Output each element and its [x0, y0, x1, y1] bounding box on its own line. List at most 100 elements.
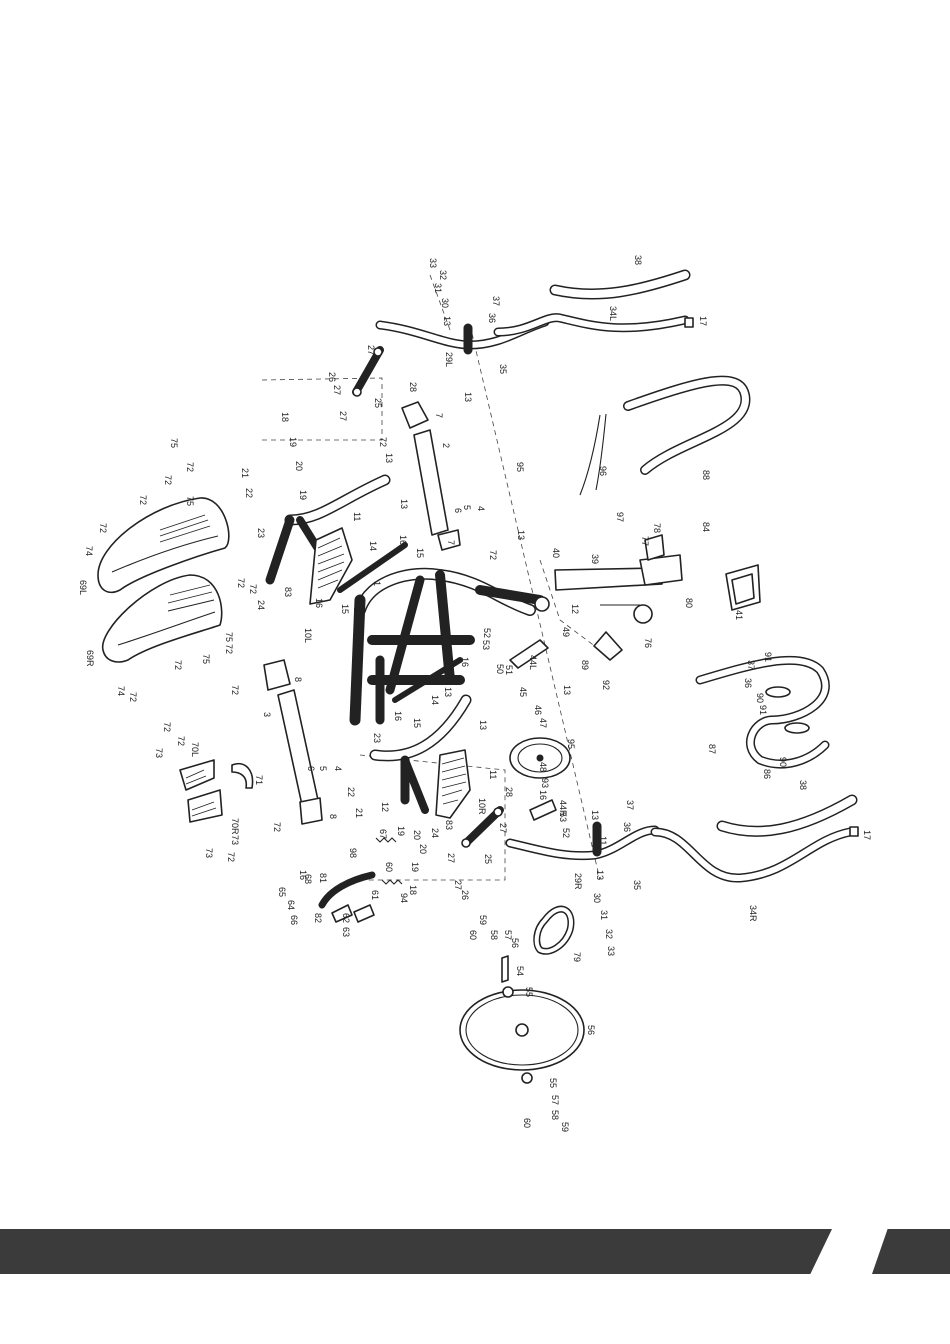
callout-label: 72	[226, 852, 236, 862]
callout-label: 57	[550, 1095, 560, 1105]
callout-label: 16	[398, 535, 408, 545]
pulse-handle-86	[695, 655, 830, 769]
callout-label: 79	[572, 952, 582, 962]
callout-label: 70R	[230, 818, 240, 835]
callout-label: 92	[601, 680, 611, 690]
callout-label: 65	[277, 887, 287, 897]
callout-label: 57	[503, 930, 513, 940]
callout-label: 7	[446, 540, 456, 545]
callout-label: 61	[370, 890, 380, 900]
bearing-55-lower	[521, 1072, 533, 1084]
footer-bar	[0, 1229, 832, 1274]
wire-96	[579, 413, 607, 496]
callout-label: 10R	[477, 798, 487, 815]
callout-label: 83	[444, 820, 454, 830]
callout-label: 5	[462, 505, 472, 510]
callout-label: 14	[430, 695, 440, 705]
callout-label: 48	[538, 762, 548, 772]
callout-label: 24	[430, 828, 440, 838]
main-frame-1	[349, 567, 550, 726]
callout-label: 52	[482, 628, 492, 638]
shroud-cover-69R	[102, 574, 223, 663]
callout-label: 13	[399, 499, 409, 509]
callout-label: 58	[489, 930, 499, 940]
callout-label: 72	[163, 475, 173, 485]
callout-label: 6	[306, 766, 316, 771]
callout-label: 95	[515, 462, 525, 472]
callout-label: 13	[478, 720, 488, 730]
callout-label: 81	[318, 873, 328, 883]
link-arm-25-lower	[461, 806, 504, 848]
callout-label: 38	[798, 780, 808, 790]
callout-label: 94	[399, 893, 409, 903]
callout-label: 28	[408, 382, 418, 392]
callout-label: 53	[558, 812, 568, 822]
crank-pulley-44R	[529, 799, 557, 821]
callout-label: 29R	[573, 873, 583, 890]
callout-label: 75	[201, 654, 211, 664]
callout-label: 77	[640, 536, 650, 546]
callout-label: 10L	[303, 628, 313, 643]
callout-label: 56	[586, 1025, 596, 1035]
callout-label: 16	[298, 870, 308, 880]
callout-label: 19	[288, 437, 298, 447]
callout-label: 11	[488, 770, 498, 779]
foam-grip-38-upper	[549, 269, 691, 300]
callout-label: 71	[254, 775, 264, 785]
callout-label: 2	[441, 443, 451, 448]
callout-label: 27	[338, 411, 348, 421]
callout-label: 25	[373, 398, 383, 408]
callout-label: 86	[762, 769, 772, 779]
callout-label: 91	[763, 652, 773, 662]
callout-label: 76	[643, 638, 653, 648]
callout-label: 88	[701, 470, 711, 480]
callout-label: 37	[746, 660, 756, 670]
callout-label: 17	[862, 830, 872, 840]
callout-label: 59	[478, 915, 488, 925]
callout-label: 90	[778, 757, 788, 767]
callout-label: 44R	[558, 800, 568, 817]
callout-label: 13	[442, 316, 452, 326]
callout-label: 55	[548, 1078, 558, 1088]
callout-label: 27	[453, 880, 463, 890]
callout-label: 72	[173, 660, 183, 670]
callout-label: 25	[483, 854, 493, 864]
callout-label: 96	[598, 466, 608, 476]
spring-67	[375, 837, 397, 843]
callout-label: 22	[244, 488, 254, 498]
callout-label: 36	[743, 678, 753, 688]
callout-label: 62	[341, 913, 351, 923]
callout-label: 19	[410, 862, 420, 872]
callout-label: 67	[378, 829, 388, 839]
callout-label: 89	[580, 660, 590, 670]
callout-label: 23	[372, 733, 382, 743]
callout-label: 27	[498, 823, 508, 833]
callout-label: 13	[590, 810, 600, 820]
callout-label: 32	[604, 929, 614, 939]
callout-label: 20	[418, 844, 428, 854]
callout-label: 17	[698, 316, 708, 326]
callout-label: 75	[185, 496, 195, 506]
callout-label: 20	[294, 461, 304, 471]
callout-label: 31	[599, 910, 609, 920]
callout-label: 41	[734, 610, 744, 620]
callout-label: 66	[289, 915, 299, 925]
callout-label: 73	[230, 835, 240, 845]
handlebar-right-29R	[505, 821, 660, 861]
callout-label: 24	[256, 600, 266, 610]
callout-label: 34L	[608, 306, 618, 321]
callout-label: 60	[468, 930, 478, 940]
callout-label: 35	[632, 880, 642, 890]
callout-label: 33	[606, 946, 616, 956]
callout-label: 1	[372, 581, 382, 586]
callout-label: 38	[633, 255, 643, 265]
callout-label: 60	[522, 1118, 532, 1128]
callout-label: 72	[378, 437, 388, 447]
end-cap-17-upper	[684, 317, 694, 328]
callout-label: 72	[162, 722, 172, 732]
spring-94	[381, 879, 403, 885]
callout-label: 19	[298, 490, 308, 500]
callout-label: 13	[562, 685, 572, 695]
callout-label: 26	[460, 890, 470, 900]
callout-label: 29L	[444, 352, 454, 367]
